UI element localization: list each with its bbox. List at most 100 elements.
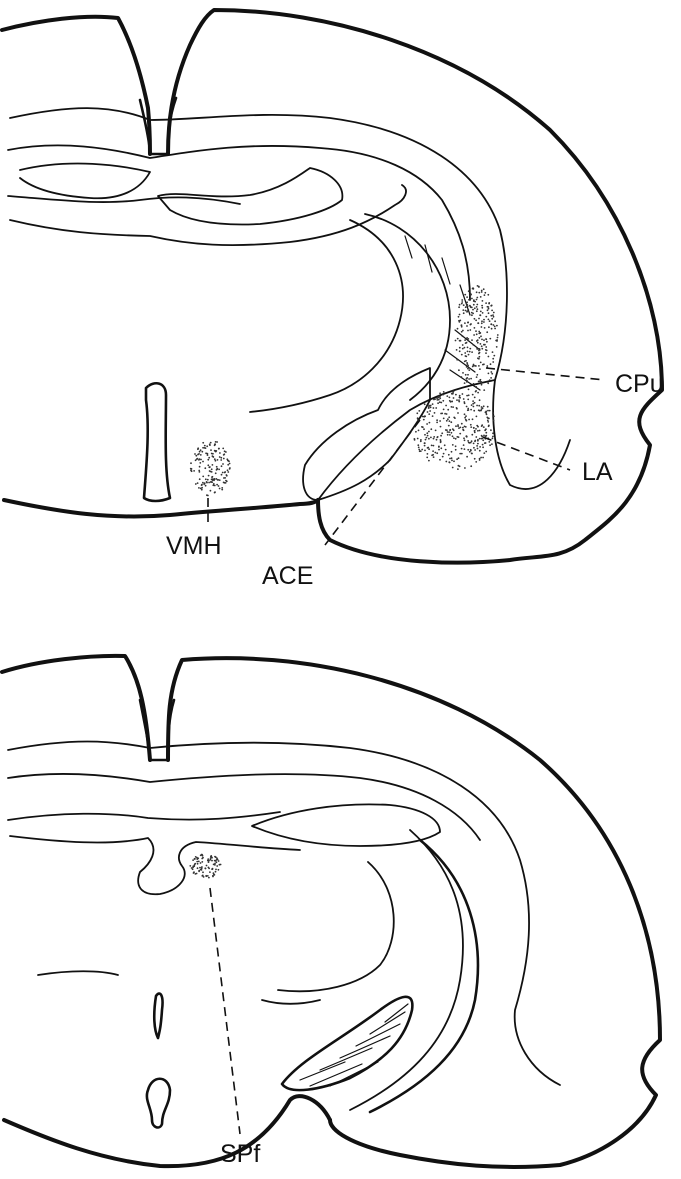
stipple-dot <box>463 401 465 403</box>
stipple-dot <box>196 458 198 460</box>
stipple-dot <box>463 429 465 431</box>
stipple-dot <box>227 464 229 466</box>
stipple-dot <box>217 459 219 461</box>
stipple-dot <box>452 428 454 430</box>
stipple-dot <box>433 436 435 438</box>
stipple-dot <box>490 363 492 365</box>
stipple-dot <box>479 430 481 432</box>
stipple-dot <box>453 460 455 462</box>
stipple-dot <box>202 875 204 877</box>
stipple-dot <box>201 487 203 489</box>
stipple-dot <box>418 430 420 432</box>
stipple-dot <box>467 330 469 332</box>
stipple-dot <box>483 389 485 391</box>
stipple-dot <box>451 406 453 408</box>
stipple-dot <box>460 340 462 342</box>
stipple-dot <box>478 381 480 383</box>
stipple-dot <box>469 351 471 353</box>
stipple-dot <box>470 424 472 426</box>
stipple-dot <box>455 394 457 396</box>
stipple-dot <box>216 466 218 468</box>
stipple-dot <box>479 450 481 452</box>
stipple-dot <box>461 303 463 305</box>
stipple-dot <box>469 442 471 444</box>
stipple-dot <box>475 461 477 463</box>
stipple-dot <box>479 348 481 350</box>
bottom-inner-contour <box>8 742 560 1086</box>
stipple-dot <box>205 452 207 454</box>
stipple-dot <box>479 314 481 316</box>
stipple-dot <box>488 308 490 310</box>
stipple-dot <box>212 464 214 466</box>
stipple-dot <box>430 437 432 439</box>
bottom-fissure-right <box>262 1000 320 1004</box>
stipple-dot <box>471 440 473 442</box>
stipple-dot <box>193 872 195 874</box>
stipple-dot <box>210 857 212 859</box>
stipple-dot <box>449 429 451 431</box>
stipple-dot <box>445 449 447 451</box>
stipple-dot <box>492 438 494 440</box>
stipple-dot <box>212 476 214 478</box>
stipple-dot <box>481 424 483 426</box>
stipple-dot <box>464 347 466 349</box>
label-cpu: CPu <box>615 370 664 398</box>
stipple-dot <box>439 401 441 403</box>
stipple-dot <box>479 459 481 461</box>
stipple-dot <box>497 334 499 336</box>
stipple-dot <box>466 301 468 303</box>
stipple-dot <box>458 465 460 467</box>
stipple-dot <box>464 352 466 354</box>
stipple-dot <box>490 305 492 307</box>
stipple-dot <box>201 861 203 863</box>
stipple-dot <box>463 304 465 306</box>
stipple-dot <box>488 326 490 328</box>
stipple-dot <box>434 452 436 454</box>
stipple-dot <box>456 359 458 361</box>
stipple-dot <box>199 478 201 480</box>
stipple-dot <box>466 406 468 408</box>
stipple-dot <box>458 457 460 459</box>
stipple-dot <box>452 392 454 394</box>
stipple-dot <box>494 437 496 439</box>
stipple-dot <box>465 355 467 357</box>
stipple-dot <box>218 485 220 487</box>
stipple-dot <box>492 351 494 353</box>
leader-line-cpu <box>486 368 605 380</box>
stipple-dot <box>478 331 480 333</box>
top-stipple-vmh <box>190 441 231 496</box>
stipple-dot <box>433 445 435 447</box>
stipple-dot <box>466 311 468 313</box>
stipple-dot <box>205 485 207 487</box>
stipple-dot <box>467 399 469 401</box>
stipple-dot <box>463 312 465 314</box>
stipple-dot <box>477 430 479 432</box>
stipple-dot <box>462 427 464 429</box>
stipple-dot <box>211 481 213 483</box>
stipple-dot <box>197 482 199 484</box>
stipple-dot <box>221 474 223 476</box>
stipple-dot <box>477 285 479 287</box>
stipple-dot <box>414 439 416 441</box>
stipple-dot <box>477 339 479 341</box>
bottom-callosum-band-2 <box>8 812 280 820</box>
stipple-dot <box>485 302 487 304</box>
stipple-dot <box>472 394 474 396</box>
stipple-dot <box>476 405 478 407</box>
stipple-dot <box>439 396 441 398</box>
stipple-dot <box>452 467 454 469</box>
stipple-dot <box>458 306 460 308</box>
stipple-dot <box>417 418 419 420</box>
stipple-dot <box>486 341 488 343</box>
stipple-dot <box>429 410 431 412</box>
stipple-dot <box>456 408 458 410</box>
stipple-dot <box>459 395 461 397</box>
stipple-dot <box>451 401 453 403</box>
stipple-dot <box>483 288 485 290</box>
stipple-dot <box>487 309 489 311</box>
stipple-dot <box>436 422 438 424</box>
stipple-dot <box>471 351 473 353</box>
stipple-dot <box>468 369 470 371</box>
stipple-dot <box>210 859 212 861</box>
stipple-dot <box>483 435 485 437</box>
